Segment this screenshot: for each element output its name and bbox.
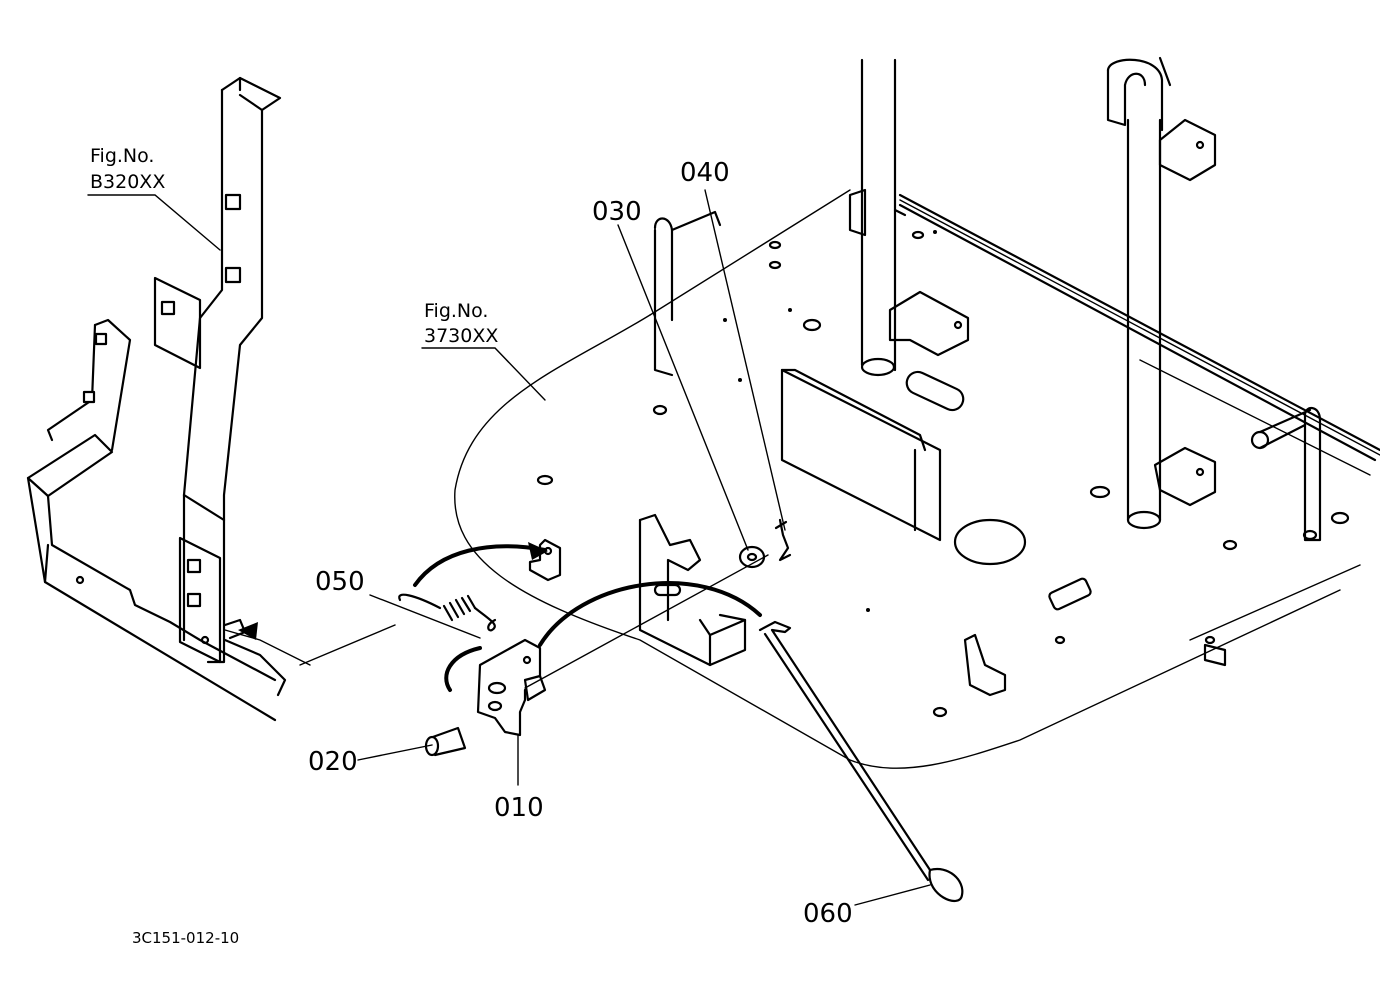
assembly-arrows [224, 542, 762, 692]
platform [454, 56, 1380, 769]
figref-3730-line2: 3730XX [424, 325, 498, 347]
part-label-060: 060 [803, 899, 853, 929]
left-frame [26, 76, 287, 722]
spring-part-050 [398, 593, 497, 632]
figref-b320-line1: Fig.No. [90, 145, 154, 167]
part-label-030: 030 [592, 197, 642, 227]
lever-part-010 [476, 638, 547, 737]
rod-part-060 [758, 620, 964, 902]
figref-3730-line1: Fig.No. [424, 300, 488, 322]
figref-b320-line2: B320XX [90, 171, 165, 193]
part-label-020: 020 [308, 747, 358, 777]
clip-part-040 [774, 518, 792, 562]
part-label-050: 050 [315, 567, 365, 597]
pin-axis-line [524, 554, 769, 689]
part-label-010: 010 [494, 793, 544, 823]
drawing-code: 3C151-012-10 [132, 929, 239, 947]
leader-lines [87, 189, 931, 906]
pin-part-020 [424, 726, 467, 757]
part-label-040: 040 [680, 158, 730, 188]
